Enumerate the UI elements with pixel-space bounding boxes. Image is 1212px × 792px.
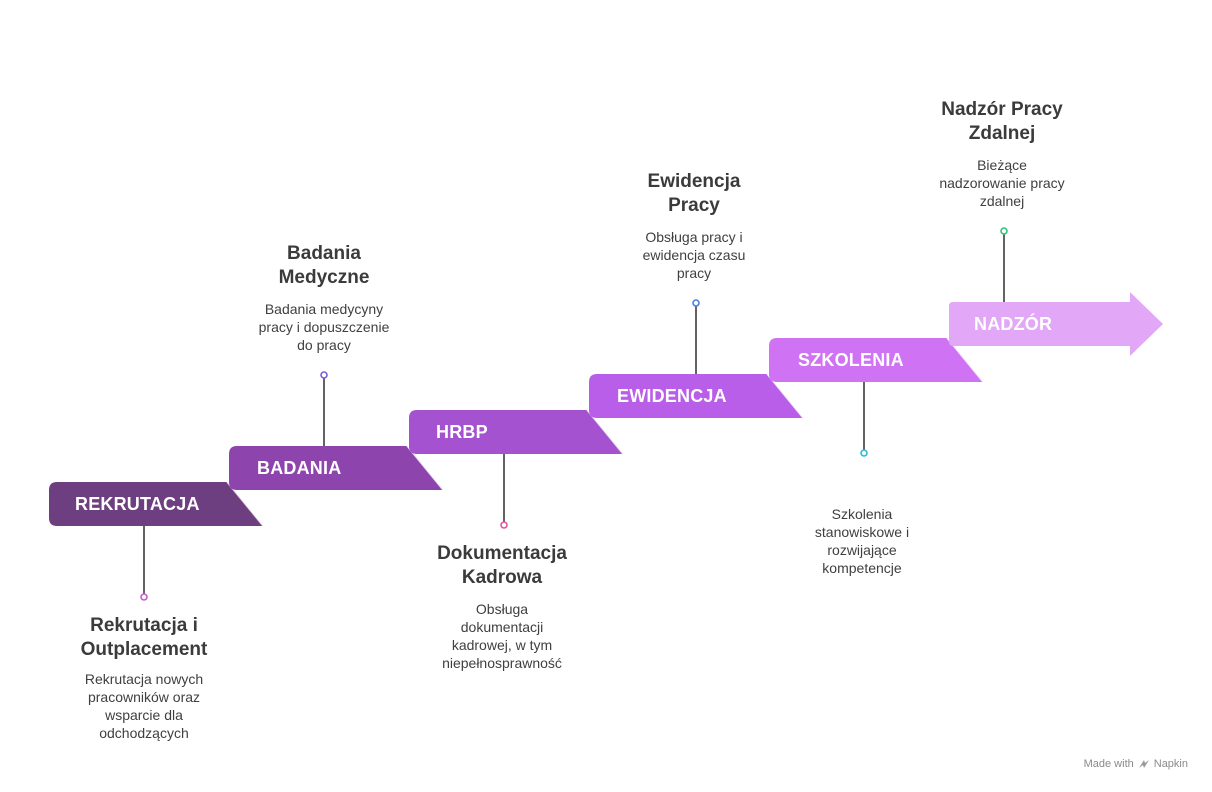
- step-title: Badania Medyczne: [278, 243, 370, 288]
- step-title: Ewidencja Pracy: [647, 171, 741, 216]
- footer-credit: Made with Napkin: [1084, 758, 1188, 770]
- step-description: Bieżące nadzorowanie pracy zdalnej: [939, 157, 1065, 209]
- connector-dot: [140, 593, 148, 601]
- step-card-szkolenia: Szkolenia stanowiskowe i rozwijające kom…: [762, 505, 962, 577]
- step-fold-edge: [226, 481, 264, 527]
- step-title: Nadzór Pracy Zdalnej: [941, 99, 1063, 144]
- step-description: Szkolenia stanowiskowe i rozwijające kom…: [814, 506, 910, 576]
- step-bar-nadzor: [949, 292, 1163, 356]
- step-fold-edge: [766, 373, 804, 419]
- step-label-ewidencja: EWIDENCJA: [617, 386, 727, 406]
- step-bar-badania: [229, 446, 443, 490]
- step-fold-edge: [586, 409, 624, 455]
- connector-dot: [860, 449, 868, 457]
- connector-dot: [692, 299, 700, 307]
- step-card-ewidencja: Ewidencja Pracy Obsługa pracy i ewidencj…: [594, 170, 794, 282]
- step-bar-szkolenia: [769, 338, 983, 382]
- step-bar-hrbp: [409, 410, 623, 454]
- step-label-szkolenia: SZKOLENIA: [798, 350, 904, 370]
- step-fold-edge: [406, 445, 444, 491]
- step-title: Rekrutacja i Outplacement: [80, 615, 208, 660]
- connector-dot: [320, 371, 328, 379]
- step-title: Dokumentacja Kadrowa: [437, 543, 567, 588]
- footer-text: Made with: [1083, 758, 1134, 770]
- step-label-hrbp: HRBP: [436, 422, 488, 442]
- footer-brand: Napkin: [1153, 758, 1188, 770]
- step-description: Obsługa pracy i ewidencja czasu pracy: [642, 229, 746, 281]
- step-label-badania: BADANIA: [257, 458, 342, 478]
- step-card-rekrutacja: Rekrutacja i Outplacement Rekrutacja now…: [44, 614, 244, 742]
- connector-dot: [1000, 227, 1008, 235]
- step-card-nadzor: Nadzór Pracy Zdalnej Bieżące nadzorowani…: [902, 98, 1102, 210]
- napkin-logo-icon: [1138, 760, 1149, 768]
- step-card-hrbp: Dokumentacja Kadrowa Obsługa dokumentacj…: [402, 542, 602, 672]
- connector-dot: [500, 521, 508, 529]
- step-description: Badania medycyny pracy i dopuszczenie do…: [258, 301, 390, 353]
- step-label-nadzor: NADZÓR: [974, 314, 1053, 334]
- step-label-rekrutacja: REKRUTACJA: [75, 494, 200, 514]
- step-bar-ewidencja: [589, 374, 803, 418]
- step-description: Obsługa dokumentacji kadrowej, w tym nie…: [442, 601, 562, 671]
- step-bar-rekrutacja: [49, 482, 263, 526]
- step-card-badania: Badania Medyczne Badania medycyny pracy …: [224, 242, 424, 354]
- step-description: Rekrutacja nowych pracowników oraz wspar…: [84, 671, 204, 741]
